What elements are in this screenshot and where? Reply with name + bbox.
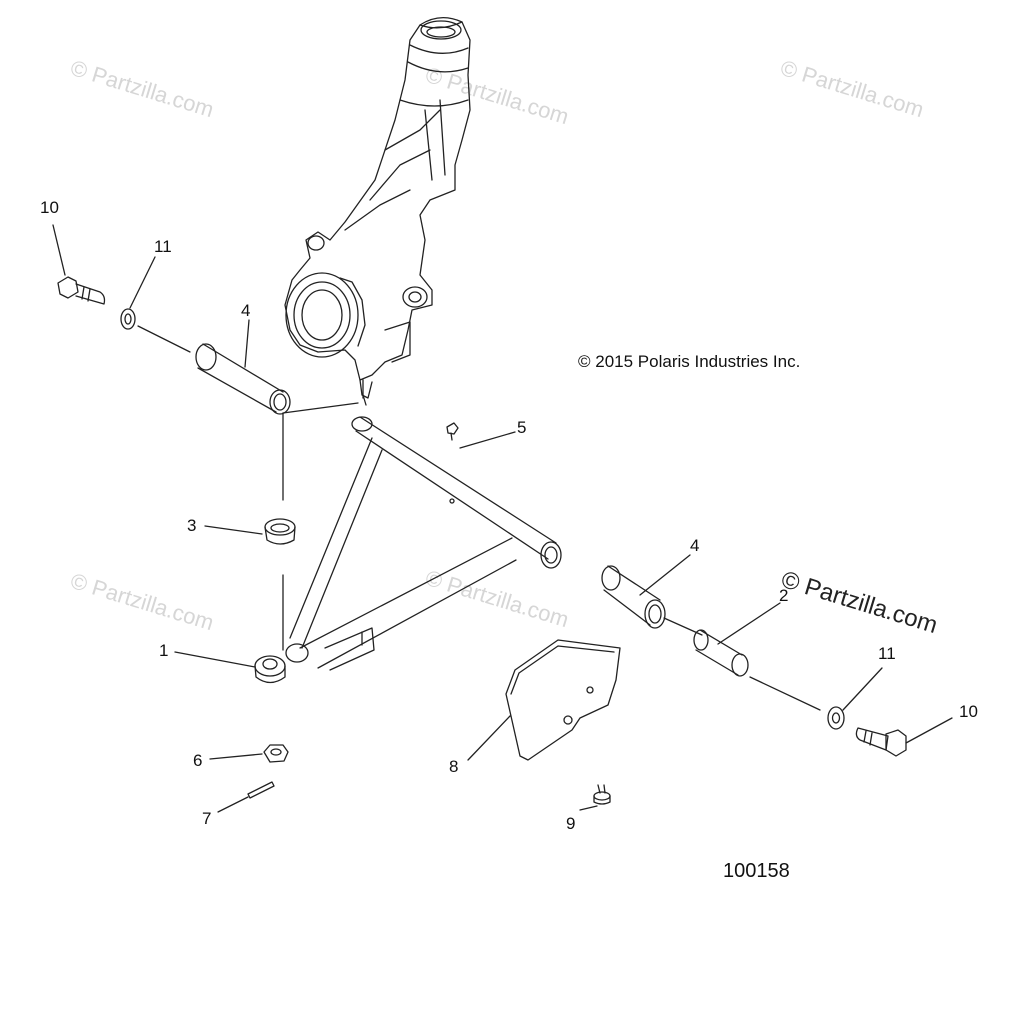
screw-9 [593,784,611,805]
callout-10-left: 10 [40,198,59,217]
callout-7: 7 [202,809,212,828]
callout-11-right: 11 [878,644,896,663]
diagram-code: 100158 [723,860,790,882]
leader-line [137,325,191,353]
callout-3: 3 [187,516,197,535]
shield-plate-8 [505,639,621,761]
nut-6 [263,744,289,763]
callout-10-right: 10 [959,702,978,721]
callout-1: 1 [159,641,169,660]
callout-leaders [52,224,953,813]
callout-4-right: 4 [690,536,700,555]
callout-8: 8 [449,757,459,776]
pivot-tube-4-right [601,565,666,629]
bolt-10-left [57,276,106,305]
a-arm [285,416,562,671]
bushing-3 [264,518,296,545]
washer-11-left [120,308,136,330]
cotter-pin-7 [247,781,275,799]
leader-line [749,676,821,711]
callout-9: 9 [566,814,576,833]
ball-joint-1 [254,655,286,684]
callout-11-left: 11 [154,237,172,256]
copyright-notice: © 2015 Polaris Industries Inc. [578,352,801,371]
leader-line [282,402,359,414]
callout-4-left: 4 [241,301,251,320]
pivot-tube-4-left [195,343,291,415]
spacer-2 [693,629,749,677]
grease-fitting-5 [446,422,459,441]
bolt-10-right [855,727,907,757]
callout-5: 5 [517,418,527,437]
callout-2: 2 [779,586,789,605]
washer-11-right [827,706,845,730]
steering-knuckle [284,17,471,406]
callout-6: 6 [193,751,203,770]
leader-line [663,617,703,636]
